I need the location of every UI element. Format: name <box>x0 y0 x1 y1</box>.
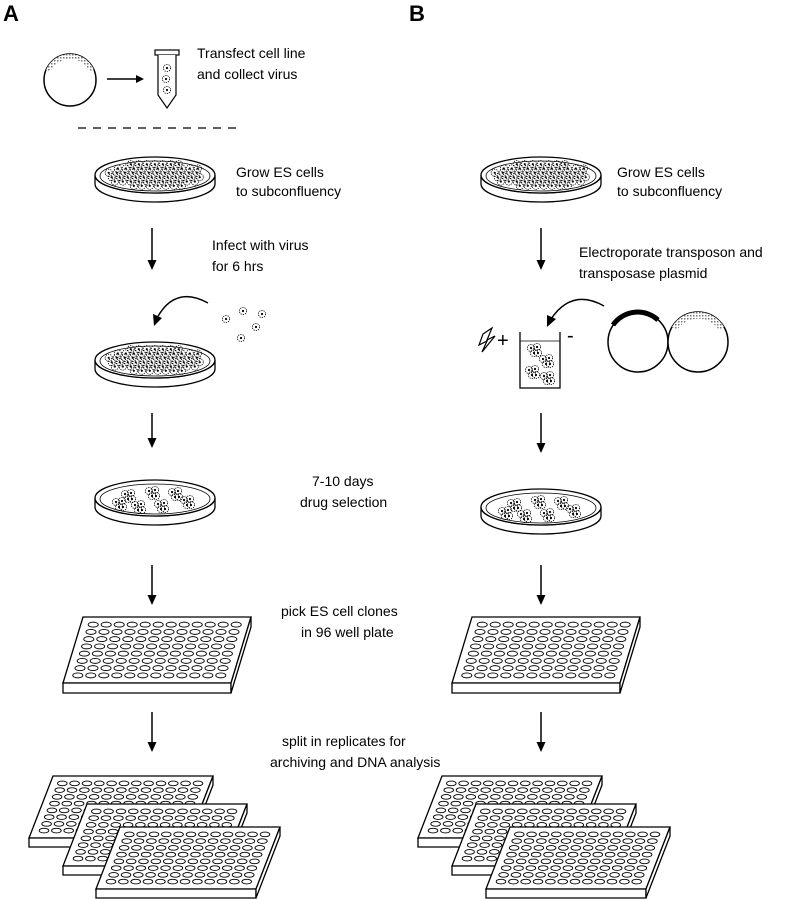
grow-label-a-line2: to subconfluency <box>236 183 341 199</box>
arrow-right-icon <box>107 75 144 83</box>
infect-label-line1: Infect with virus <box>212 237 308 253</box>
arrow-down-icon <box>536 712 546 752</box>
well-plate-icon <box>62 616 252 694</box>
cuvette-icon <box>519 332 561 389</box>
petri-dish-infected <box>94 341 216 388</box>
split-label-line2: archiving and DNA analysis <box>270 754 440 770</box>
grow-label-b-line1: Grow ES cells <box>617 164 705 180</box>
petri-dish-colonies <box>94 479 216 526</box>
split-label-line1: split in replicates for <box>282 733 406 749</box>
minus-sign: - <box>567 325 574 347</box>
well-plate-icon <box>451 616 641 694</box>
transfect-label-line2: and collect virus <box>197 66 297 82</box>
tube-icon <box>154 49 180 110</box>
curved-arrow-icon <box>547 298 605 327</box>
selection-label-line1: 7-10 days <box>312 473 373 489</box>
grow-label-b-line2: to subconfluency <box>617 183 722 199</box>
arrow-down-icon <box>536 413 546 453</box>
arrow-down-icon <box>536 228 546 270</box>
petri-dish-confluent <box>480 156 602 203</box>
virus-particles-icon <box>221 306 267 343</box>
transfect-label-line1: Transfect cell line <box>197 45 306 61</box>
petri-dish-colonies <box>480 488 602 535</box>
panel-label-b: B <box>409 1 425 26</box>
infect-label-line2: for 6 hrs <box>212 258 263 274</box>
arrow-down-icon <box>536 565 546 605</box>
grow-label-a-line1: Grow ES cells <box>236 164 324 180</box>
plus-sign: + <box>497 330 509 352</box>
lightning-icon <box>477 326 496 353</box>
plasmid-icon <box>43 53 97 107</box>
arrows-group <box>147 228 546 752</box>
arrow-down-icon <box>147 413 157 448</box>
petri-dish-confluent <box>94 156 216 203</box>
curved-arrow-icon <box>153 295 209 326</box>
selection-label-line2: drug selection <box>300 494 387 510</box>
transposon-plasmid-icon <box>607 309 669 373</box>
electroporate-label-line2: transposase plasmid <box>579 265 707 281</box>
electroporate-label-line1: Electroporate transposon and <box>579 244 763 260</box>
transposase-plasmid-icon <box>667 311 729 373</box>
arrow-down-icon <box>147 565 157 605</box>
arrow-down-icon <box>147 228 157 270</box>
pick-label-line2: in 96 well plate <box>301 624 394 640</box>
panel-label-a: A <box>3 1 19 26</box>
well-plate-replicate <box>95 826 281 899</box>
pick-label-line1: pick ES cell clones <box>281 603 398 619</box>
well-plate-replicate <box>485 826 671 899</box>
arrow-down-icon <box>147 712 157 752</box>
